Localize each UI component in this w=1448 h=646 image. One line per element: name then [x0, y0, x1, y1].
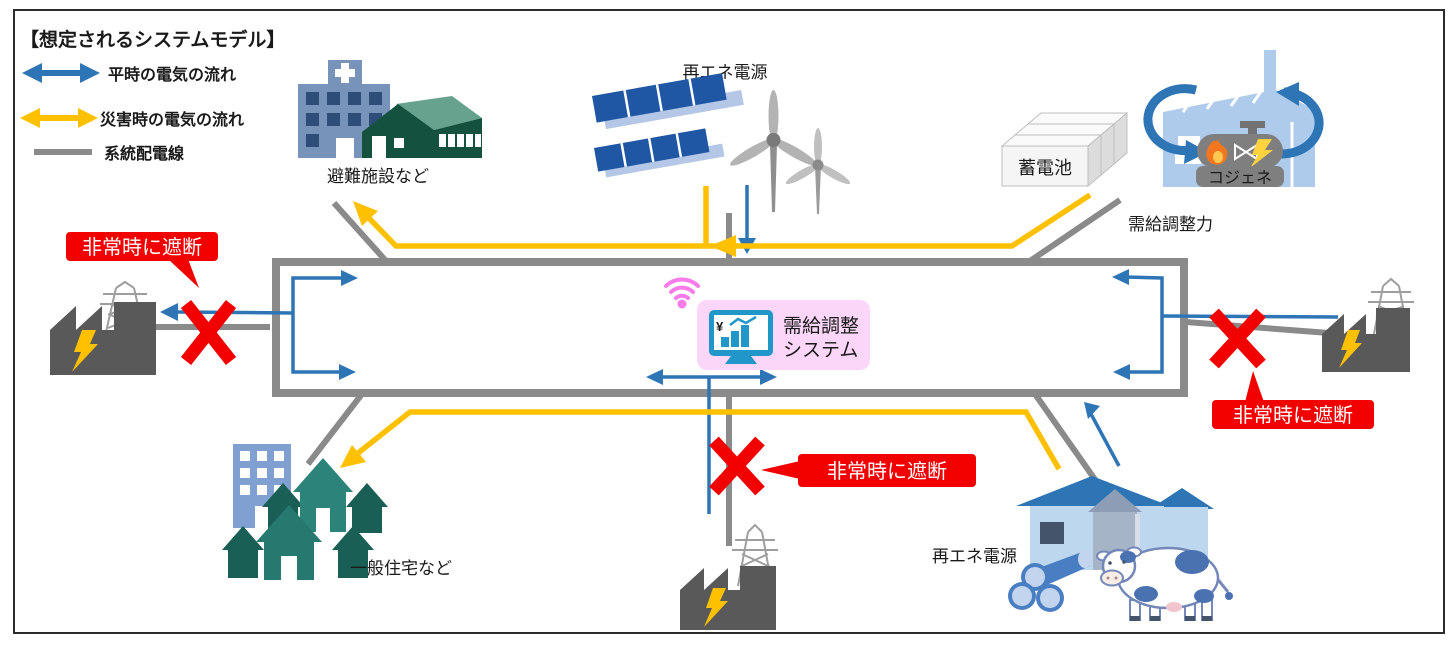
legend-grid-label: 系統配電線	[104, 144, 184, 163]
wifi-icon	[664, 277, 700, 309]
renewable-farm: 再エネ電源	[932, 476, 1233, 621]
x-mark-icon	[709, 436, 765, 496]
farm-roof	[1016, 476, 1170, 506]
legend-disaster-label: 災害時の電気の流れ	[100, 110, 244, 129]
factory-icon	[1322, 308, 1410, 372]
houses-label: 一般住宅など	[350, 559, 452, 578]
callout-tail	[1245, 371, 1264, 402]
cutoff-right: 非常時に遮断	[1209, 308, 1374, 429]
grid-line-right	[1185, 319, 1343, 337]
cogen-facility: コジェネ 需給調整力	[1128, 50, 1324, 234]
farm-annex-roof	[1150, 488, 1214, 509]
legend-normal-label: 平時の電気の流れ	[108, 65, 236, 84]
factory-icon	[680, 566, 776, 630]
monitor-currency: ¥	[716, 319, 724, 334]
flame-icon	[1206, 139, 1228, 165]
bolt-icon	[1339, 330, 1362, 368]
disaster-flow-arrow-icon	[20, 108, 98, 128]
bolt-icon	[704, 588, 728, 627]
warehouse-icon	[362, 96, 482, 158]
disaster-top-arrowhead	[710, 235, 736, 257]
evacuation-facility: 避難施設など	[298, 60, 482, 186]
disaster-houses-arrowhead	[340, 445, 366, 468]
wind-turbine-icon	[730, 90, 851, 214]
callout-tail	[168, 259, 199, 288]
grid-line-top-left	[331, 200, 389, 264]
power-plant-left	[50, 280, 156, 375]
evacuation-label: 避難施設など	[327, 167, 429, 186]
disaster-flow-arrows	[340, 186, 1092, 471]
biomass-logs-icon	[1008, 550, 1092, 612]
page-title: 【想定されるシステムモデル】	[20, 28, 285, 51]
grid-line-bottom-left	[305, 392, 365, 466]
flow-left-branch	[291, 276, 344, 374]
flow-left-arrowhead	[160, 303, 178, 321]
renewable-bottom-label: 再エネ電源	[932, 547, 1017, 566]
renewable-top: 再エネ電源	[592, 63, 851, 214]
cutoff-left: 非常時に遮断	[66, 232, 237, 366]
grid-line-top-right	[1028, 197, 1122, 264]
cutoff-bottom: 非常時に遮断	[709, 436, 976, 496]
x-mark-icon	[1209, 308, 1266, 369]
battery-label: 蓄電池	[1018, 158, 1072, 178]
hospital-icon	[298, 60, 390, 158]
callout-tail	[761, 461, 800, 479]
bolt-icon	[72, 330, 98, 372]
flow-farm-up	[1089, 413, 1121, 467]
callout-box	[798, 454, 976, 487]
disaster-bottom-line	[346, 409, 1062, 471]
x-mark-icon	[180, 299, 237, 366]
cutoff-right-label: 非常時に遮断	[1233, 404, 1353, 427]
residential-area: 一般住宅など	[222, 444, 452, 580]
power-plant-bottom	[680, 523, 778, 630]
cutoff-bottom-label: 非常時に遮断	[827, 460, 947, 483]
cogen-label: コジェネ	[1208, 169, 1272, 187]
system-label-line2: システム	[783, 340, 858, 361]
house-icon	[222, 458, 388, 580]
callout-box	[66, 232, 218, 261]
solar-panel-icon	[592, 73, 744, 178]
flow-right-branch	[1125, 275, 1164, 374]
adjustment-capacity-label: 需給調整力	[1128, 215, 1213, 234]
legend: 平時の電気の流れ 災害時の電気の流れ 系統配電線	[20, 63, 244, 163]
factory-icon	[50, 302, 156, 375]
normal-flow-arrow-icon	[22, 63, 100, 83]
cutoff-left-label: 非常時に遮断	[82, 236, 202, 259]
bolt-icon	[1250, 139, 1273, 168]
power-plant-right	[1322, 277, 1414, 372]
disaster-evacuation-arrowhead	[353, 201, 378, 226]
grid-line-bottom-right	[1032, 392, 1099, 483]
adjustment-system: ¥ 需給調整 システム	[664, 277, 870, 370]
cow-icon	[1096, 546, 1233, 621]
battery-icon: 蓄電池	[1000, 111, 1129, 188]
system-label-line1: 需給調整	[783, 315, 859, 337]
callout-box	[1212, 400, 1374, 429]
monitor-icon: ¥	[709, 310, 773, 364]
